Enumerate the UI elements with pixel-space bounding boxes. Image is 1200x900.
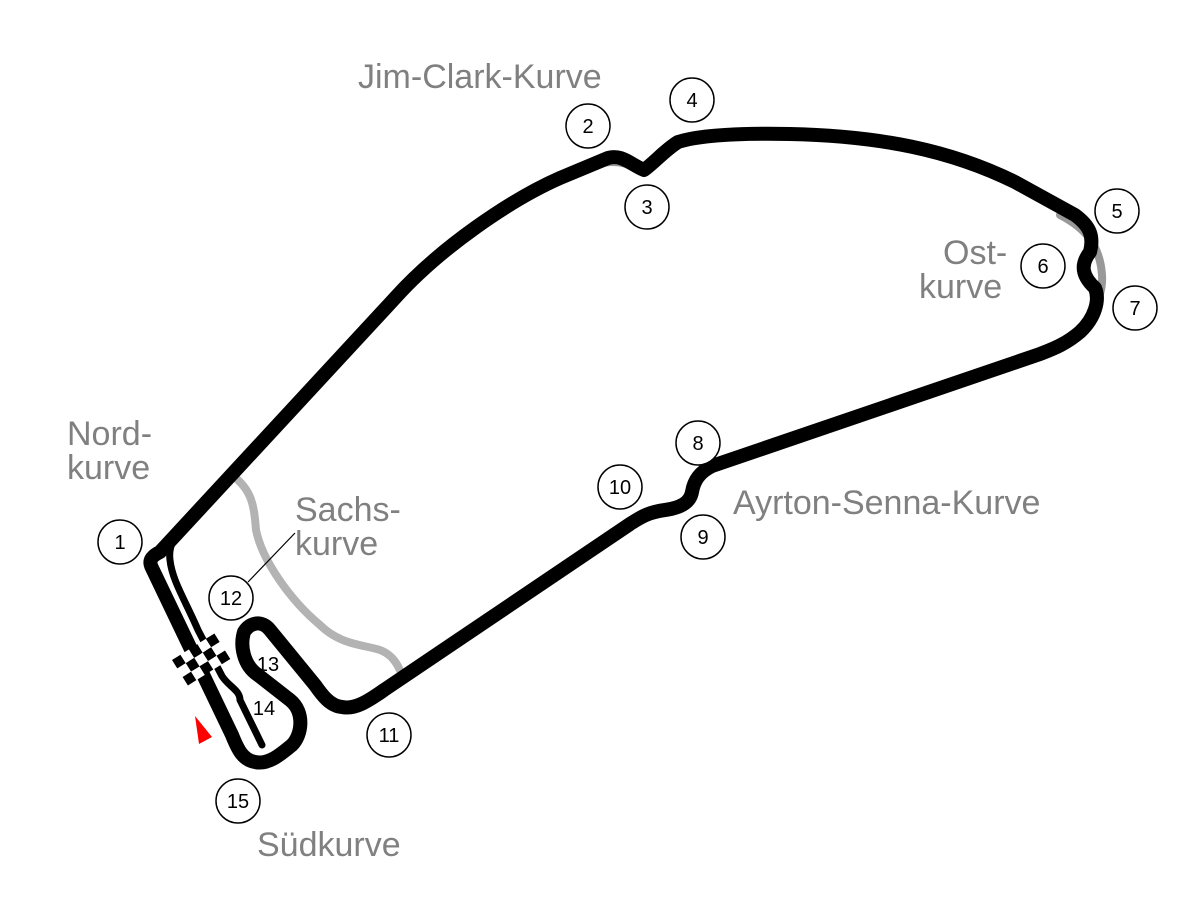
turn-number: 14 (253, 698, 275, 720)
start-finish-flag-icon (172, 633, 231, 686)
turn-number: 9 (697, 527, 708, 549)
alternate-track-section (228, 471, 406, 679)
turn-marker-13: 13 (257, 654, 279, 676)
turn-number: 4 (686, 90, 697, 112)
leader-line-turn-12 (247, 532, 296, 583)
start-direction-arrow-icon (195, 716, 212, 744)
turn-marker-8: 8 (675, 420, 721, 466)
turn-number: 6 (1037, 256, 1048, 278)
turn-number: 8 (692, 433, 703, 455)
corner-label-sachs-line1: Sachs- (295, 491, 401, 529)
turn-marker-11: 11 (366, 712, 412, 758)
turn-marker-4: 4 (669, 77, 715, 123)
corner-label-nord-line1: Nord- (67, 415, 152, 453)
pit-lane (166, 514, 266, 749)
turn-marker-7: 7 (1112, 285, 1158, 331)
corner-label-sachs-line2: kurve (295, 525, 378, 563)
corner-label-nord-line2: kurve (67, 449, 150, 487)
corner-label-ayrton-senna: Ayrton-Senna-Kurve (733, 484, 1040, 522)
turn-marker-10: 10 (597, 464, 643, 510)
turn-marker-14: 14 (253, 698, 275, 720)
turn-number: 3 (641, 197, 652, 219)
turn-marker-6: 6 (1020, 243, 1066, 289)
corner-label-ost-line1: Ost- (943, 234, 1007, 272)
turn-number: 10 (609, 477, 631, 499)
turn-marker-15: 15 (215, 778, 261, 824)
turn-number: 15 (227, 791, 249, 813)
turn-number: 1 (114, 532, 125, 554)
turn-marker-1: 1 (97, 519, 143, 565)
turn-number: 5 (1111, 201, 1122, 223)
turn-number: 2 (582, 116, 593, 138)
main-track (143, 126, 1104, 770)
turn-marker-9: 9 (680, 514, 726, 560)
turn-number: 12 (220, 588, 242, 610)
turn-number: 7 (1129, 298, 1140, 320)
corner-label-jim-clark: Jim-Clark-Kurve (358, 58, 602, 96)
turn-marker-12: 12 (208, 575, 254, 621)
turn-number: 13 (257, 654, 279, 676)
turn-marker-2: 2 (565, 103, 611, 149)
corner-label-ost-line2: kurve (919, 268, 1002, 306)
turn-number: 11 (379, 725, 400, 747)
corner-label-sued: Südkurve (257, 826, 401, 864)
turn-marker-5: 5 (1094, 188, 1140, 234)
turn-marker-3: 3 (624, 184, 670, 230)
